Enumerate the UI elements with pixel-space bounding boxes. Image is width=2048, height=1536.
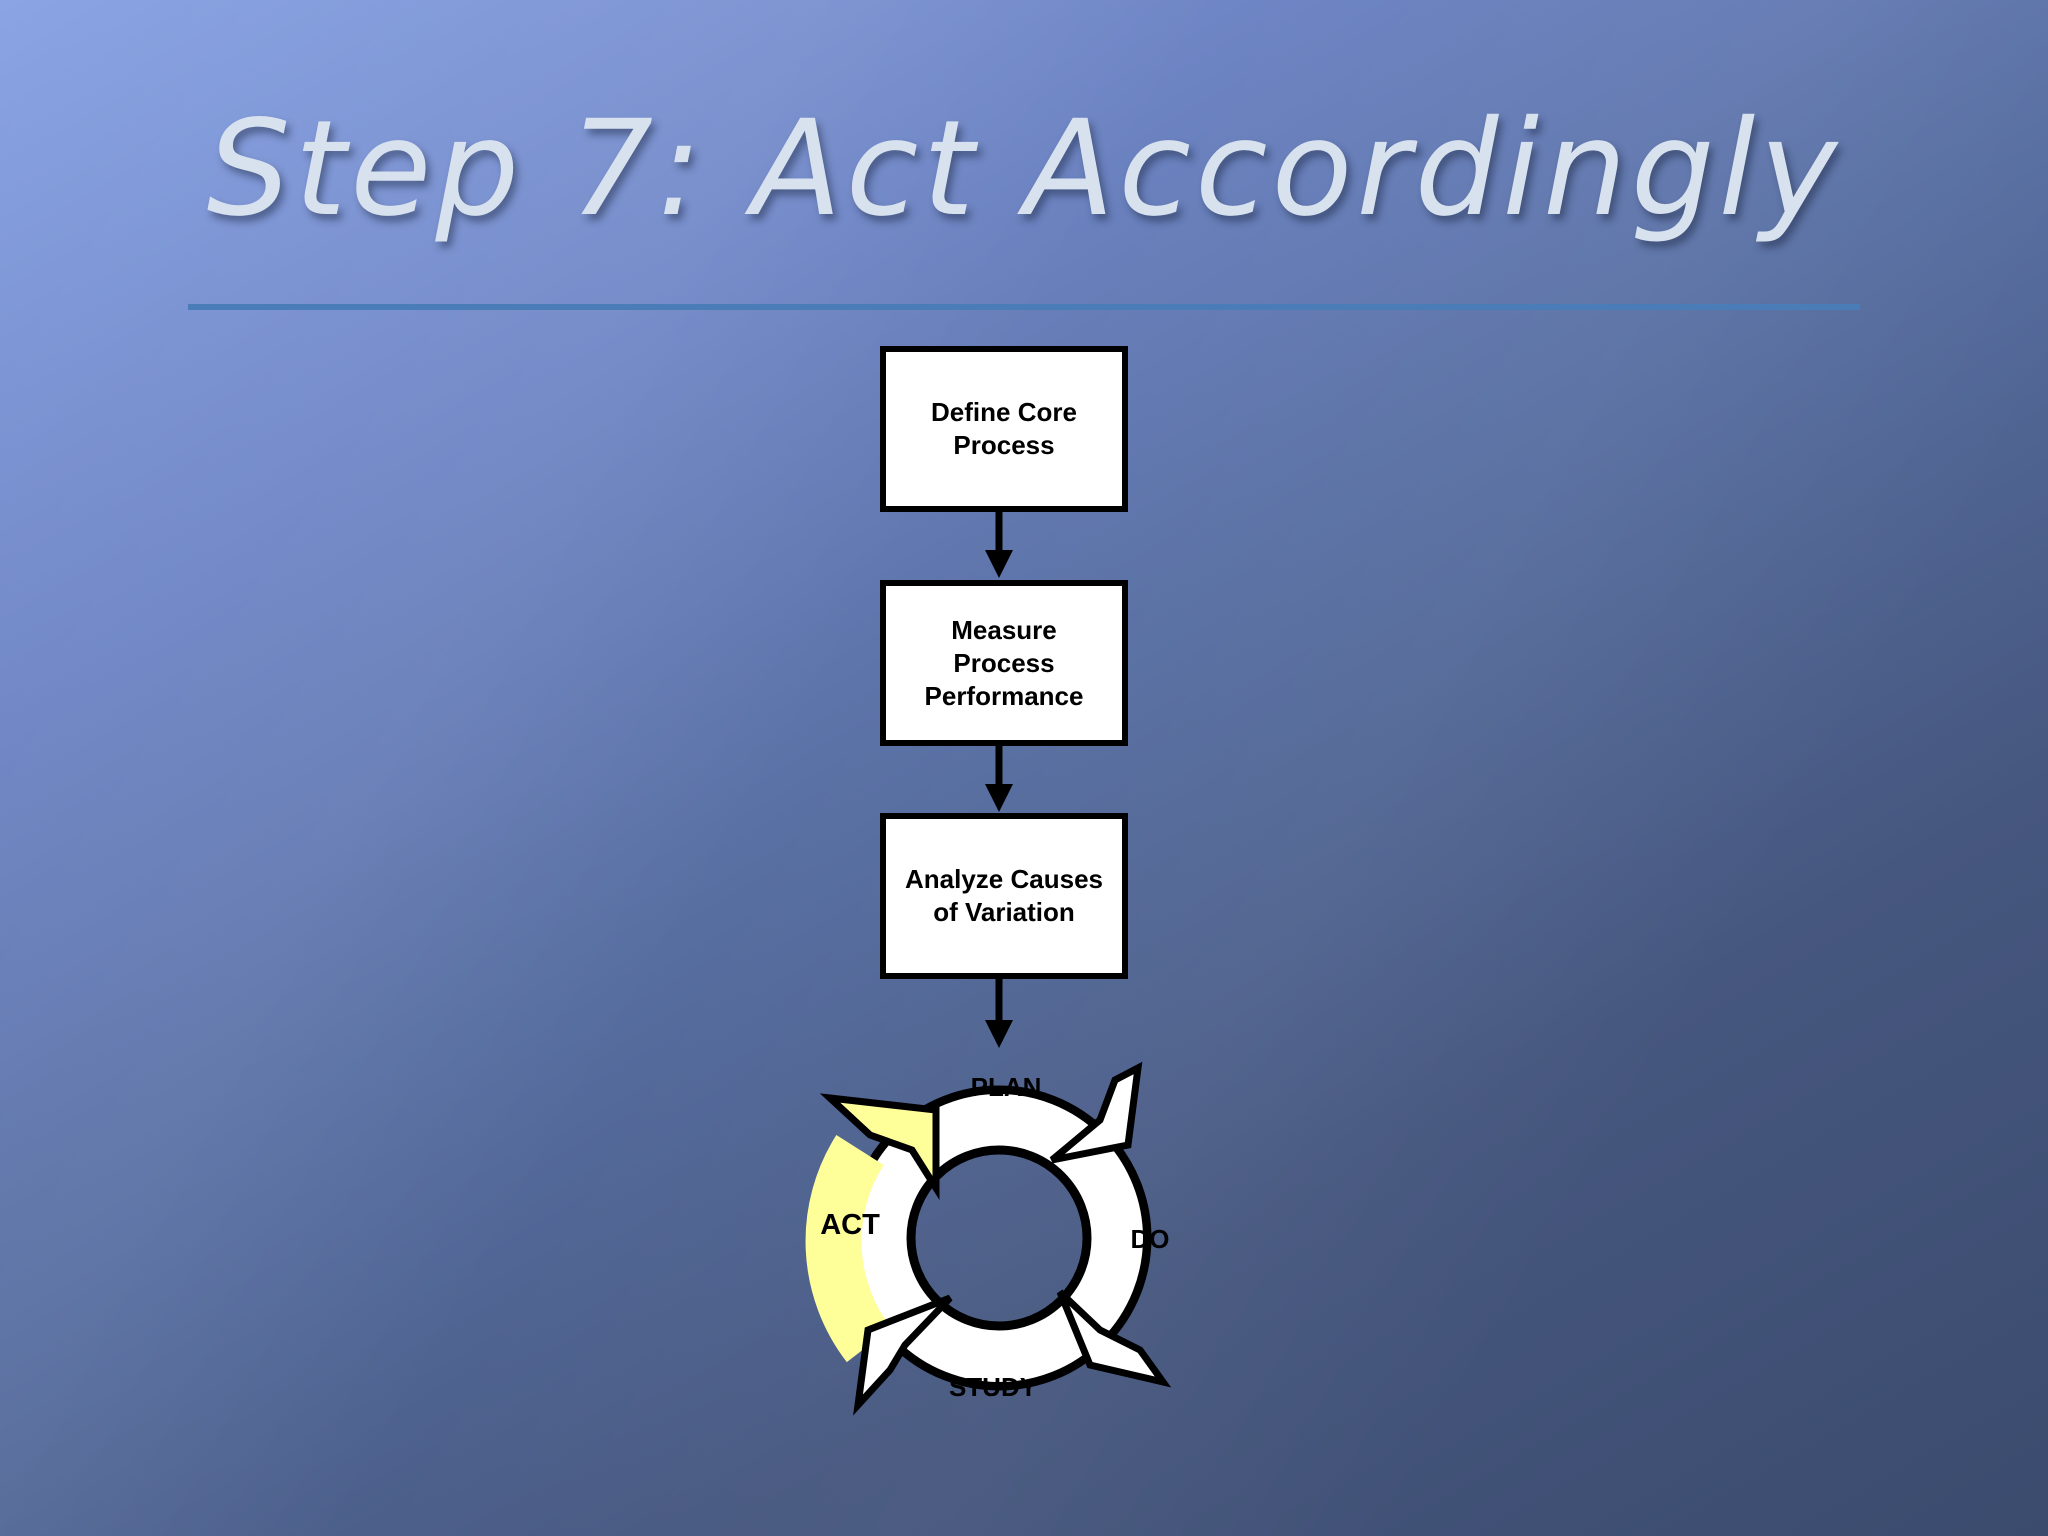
flow-connector-2 (985, 746, 1013, 812)
cycle-ring-fill (855, 1094, 1143, 1382)
pdsa-cycle: PLAN DO STUDY ACT (805, 1061, 1172, 1416)
cycle-label-do: DO (1131, 1224, 1170, 1254)
measure-process-performance-box: Measure Process Performance (880, 580, 1128, 746)
cycle-inner-ring (906, 1145, 1092, 1331)
cycle-label-study: STUDY (949, 1372, 1037, 1402)
act-segment (805, 1135, 892, 1363)
cycle-label-plan: PLAN (971, 1072, 1042, 1102)
flow-connector-1 (985, 512, 1013, 578)
cycle-label-act: ACT (820, 1209, 880, 1241)
plan-arrowhead (1049, 1061, 1143, 1164)
flow-connector-3 (985, 979, 1013, 1048)
do-arrowhead (1056, 1289, 1172, 1388)
define-core-process-box: Define Core Process (880, 346, 1128, 512)
study-arrowhead (853, 1294, 953, 1416)
title-divider (188, 304, 1860, 310)
analyze-causes-box: Analyze Causes of Variation (880, 813, 1128, 979)
act-arrowhead (819, 1093, 940, 1201)
slide-title: Step 7: Act Accordingly (206, 92, 1842, 246)
